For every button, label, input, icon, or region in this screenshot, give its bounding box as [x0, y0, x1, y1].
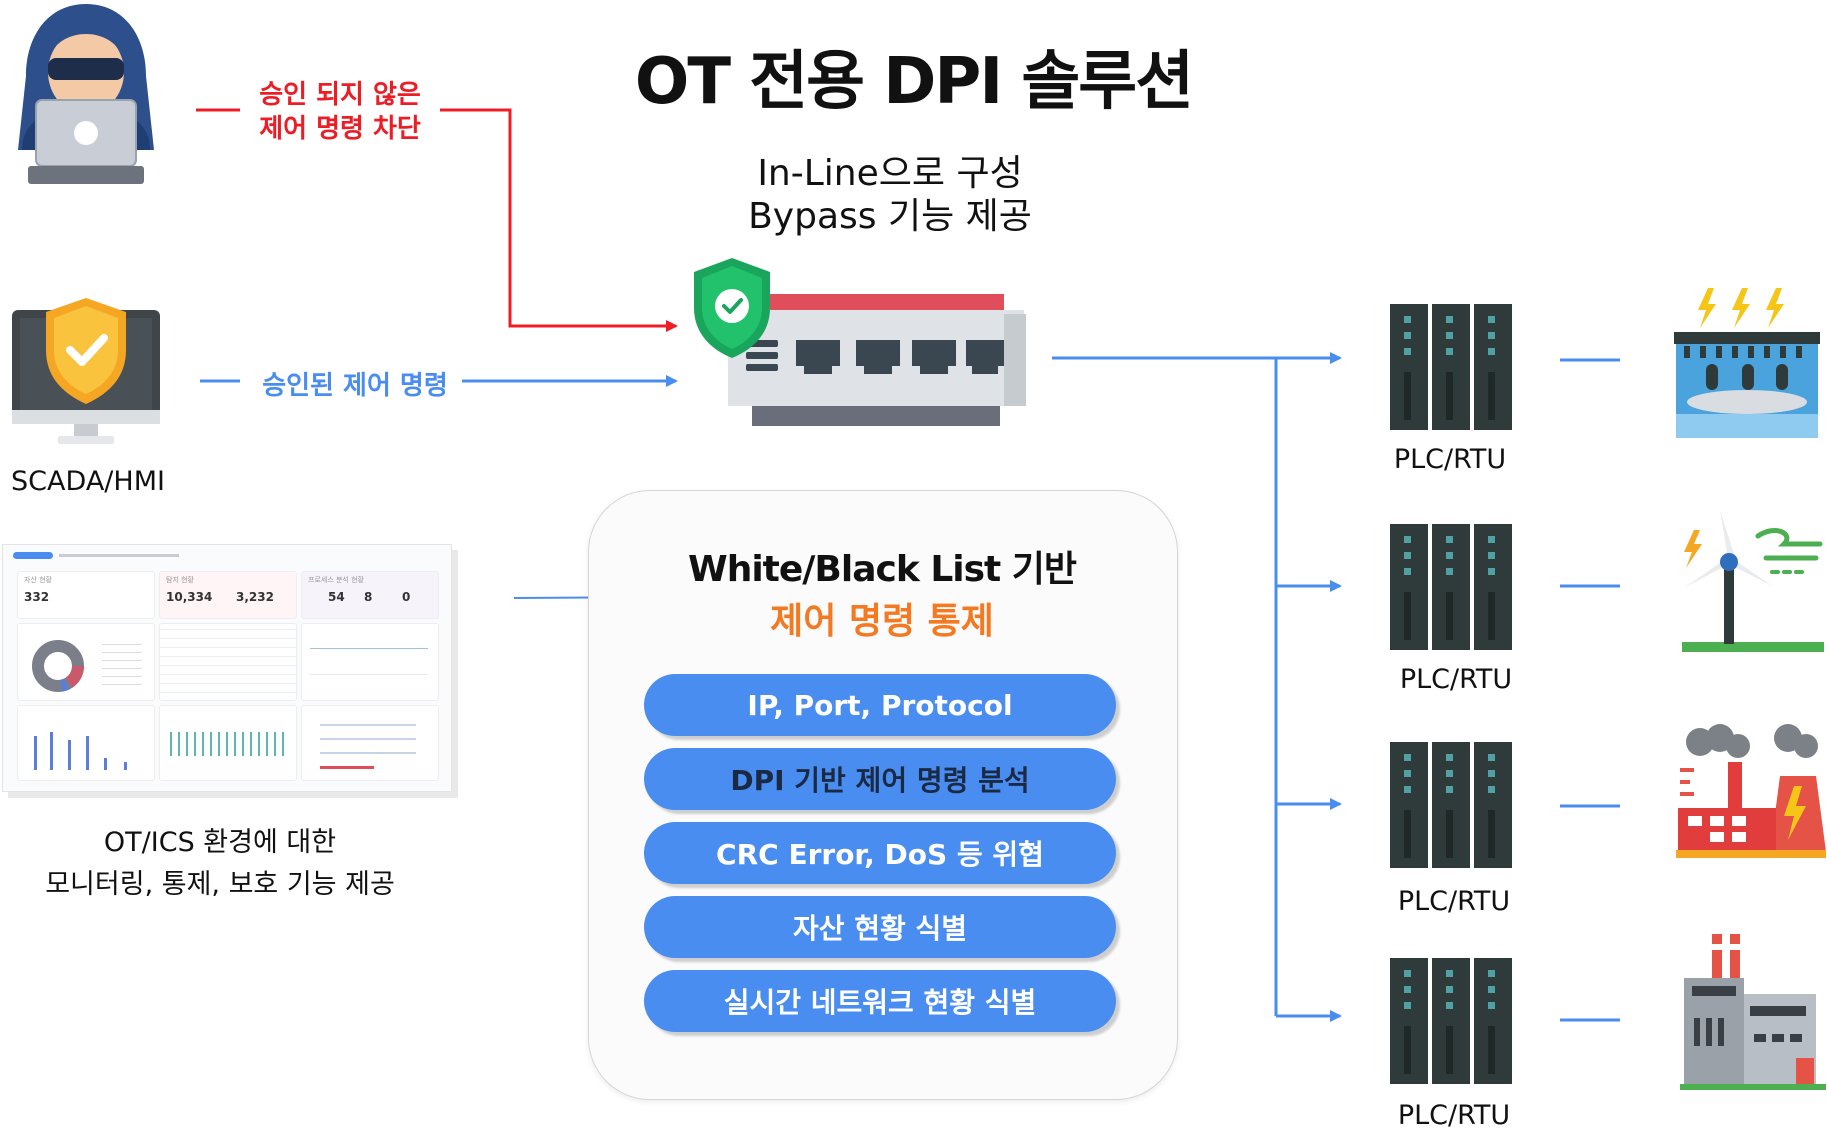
process-card-title: 프로세스 분석 현황	[308, 576, 364, 584]
dashboard-line-card	[301, 623, 439, 701]
gauge-row-2	[320, 738, 416, 740]
dashboard-tab-strip	[59, 554, 179, 557]
fieldbus-tree	[1052, 352, 1342, 1022]
process-card-value-b: 8	[364, 590, 373, 604]
dashboard-bar-card	[17, 705, 155, 781]
dashboard-line-trend	[310, 648, 428, 649]
plc-server-icon	[1390, 958, 1512, 1084]
feature-panel-subtitle: 제어 명령 통제	[770, 601, 994, 642]
dashboard-legend	[102, 640, 142, 686]
dpi-appliance-icon	[694, 258, 1026, 426]
dashboard-tab-active	[13, 552, 53, 559]
asset-card-value: 332	[24, 590, 50, 604]
dashboard-detection-card: 탐지 현황 10,334 3,232	[159, 571, 297, 619]
power-plant-icon	[1676, 724, 1826, 858]
process-card-value-c: 0	[402, 590, 411, 604]
gauge-row-3	[320, 752, 416, 754]
gauge-row-4	[320, 766, 374, 769]
dashboard-teal-bars	[170, 732, 286, 756]
detection-card-title: 탐지 현황	[166, 576, 194, 584]
feature-item-asset-id: 자산 현황 식별	[644, 896, 1116, 958]
approved-command-label: 승인된 제어 명령	[262, 371, 448, 401]
monitoring-caption-line1: OT/ICS 환경에 대한	[103, 827, 337, 858]
dashboard-process-card: 프로세스 분석 현황 54 8 0	[301, 571, 439, 619]
feature-item-ip-port-protocol: IP, Port, Protocol	[644, 674, 1116, 736]
detection-card-value-b: 3,232	[236, 590, 274, 604]
wind-turbine-icon	[1682, 510, 1824, 652]
page-title: OT 전용 DPI 솔루션	[634, 45, 1194, 119]
feature-item-dpi-analysis: DPI 기반 제어 명령 분석	[644, 748, 1116, 810]
hydro-dam-icon	[1674, 288, 1820, 438]
scada-monitor-icon	[12, 298, 160, 444]
monitoring-caption: OT/ICS 환경에 대한 모니터링, 통제, 보호 기능 제공	[40, 822, 400, 906]
plc-target-links	[1560, 358, 1620, 1022]
blocked-command-label-line2: 제어 명령 차단	[259, 114, 421, 144]
feature-item-realtime-network: 실시간 네트워크 현황 식별	[644, 970, 1116, 1032]
process-card-value-a: 54	[328, 590, 345, 604]
plc-server-icon	[1390, 742, 1512, 868]
dashboard-teal-bar-card	[159, 705, 297, 781]
plc-label-1: PLC/RTU	[1393, 444, 1507, 475]
plc-server-icon	[1390, 524, 1512, 650]
dashboard-gauge-card	[301, 705, 439, 781]
inline-note-line2: Bypass 기능 제공	[748, 196, 1032, 237]
dashboard-donut-icon	[32, 640, 84, 692]
monitoring-dashboard-thumbnail: 자산 현황 332 탐지 현황 10,334 3,232 프로세스 분석 현황 …	[2, 544, 452, 792]
dashboard-asset-card: 자산 현황 332	[17, 571, 155, 619]
plc-label-3: PLC/RTU	[1397, 886, 1511, 917]
monitoring-caption-line2: 모니터링, 통제, 보호 기능 제공	[45, 869, 395, 900]
gauge-row-1	[320, 724, 416, 726]
dashboard-event-table	[159, 623, 297, 701]
blocked-command-connector	[196, 108, 678, 332]
dashboard-bar-chart	[34, 732, 127, 770]
blocked-command-label: 승인 되지 않은 제어 명령 차단	[220, 78, 460, 146]
blocked-command-label-line1: 승인 되지 않은	[259, 80, 421, 110]
scada-caption: SCADA/HMI	[11, 466, 165, 497]
factory-icon	[1680, 934, 1826, 1090]
plc-label-2: PLC/RTU	[1399, 664, 1513, 695]
dashboard-donut-card	[17, 623, 155, 701]
detection-card-value-a: 10,334	[166, 590, 213, 604]
inline-note-line1: In-Line으로 구성	[757, 153, 1023, 194]
inline-bypass-note: In-Line으로 구성 Bypass 기능 제공	[660, 152, 1120, 238]
plc-label-4: PLC/RTU	[1397, 1100, 1511, 1131]
feature-panel-title: White/Black List 기반	[687, 549, 1077, 590]
feature-item-threat: CRC Error, DoS 등 위협	[644, 822, 1116, 884]
dashboard-line-axis	[310, 674, 428, 675]
plc-server-icon	[1390, 304, 1512, 430]
hacker-icon	[18, 4, 154, 184]
asset-card-title: 자산 현황	[24, 576, 52, 584]
